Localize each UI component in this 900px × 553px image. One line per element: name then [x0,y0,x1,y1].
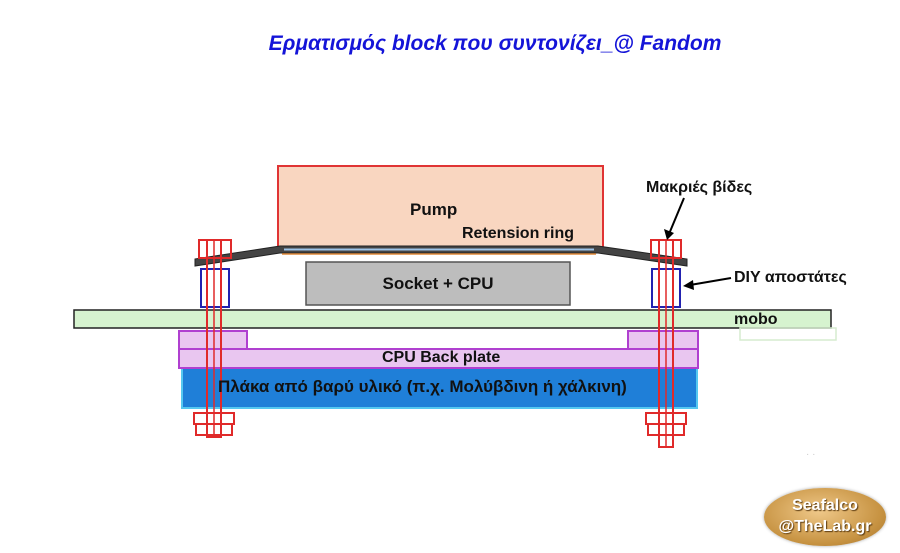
retension-ring-label: Retension ring [462,225,575,242]
screw-right-nut-lower [647,423,685,436]
stray-marks: · · [806,449,815,460]
cpu-backplate [178,348,699,369]
pump-label: Pump [410,200,458,219]
backplate-left-tab [178,330,248,351]
watermark-logo: Seafalco @TheLab.gr [764,488,886,546]
backplate-right-tab [627,330,699,351]
mobo-shadow-box [739,327,837,341]
pump-block [277,165,604,252]
retension-ring [194,245,688,267]
socket-cpu-label: Socket + CPU [382,274,494,293]
spacers-arrowhead [683,280,694,290]
watermark-line2: @TheLab.gr [778,518,872,535]
mobo-label: mobo [734,311,778,328]
diagram-title: Ερματισμός block που συντονίζει_@ Fandom [268,32,722,55]
screw-left [193,239,235,438]
watermark-line1: Seafalco [792,497,858,514]
long-screws-label: Μακριές βίδες [646,179,753,196]
screw-left-nut-lower [195,423,233,436]
motherboard [73,309,832,329]
heavy-plate-label: Πλάκα από βαρύ υλικό (π.χ. Μολύβδινη ή χ… [218,377,627,396]
backplate-label: CPU Back plate [382,349,501,366]
screws-arrow-line [668,197,685,235]
diy-spacers-label: DIY αποστάτες [734,269,847,286]
heavy-plate [181,367,698,409]
screws-arrowhead [664,229,674,240]
spacer-left [200,268,230,308]
spacers-arrow-line [689,277,732,286]
socket-cpu-block [305,261,571,306]
screw-right [645,239,687,448]
